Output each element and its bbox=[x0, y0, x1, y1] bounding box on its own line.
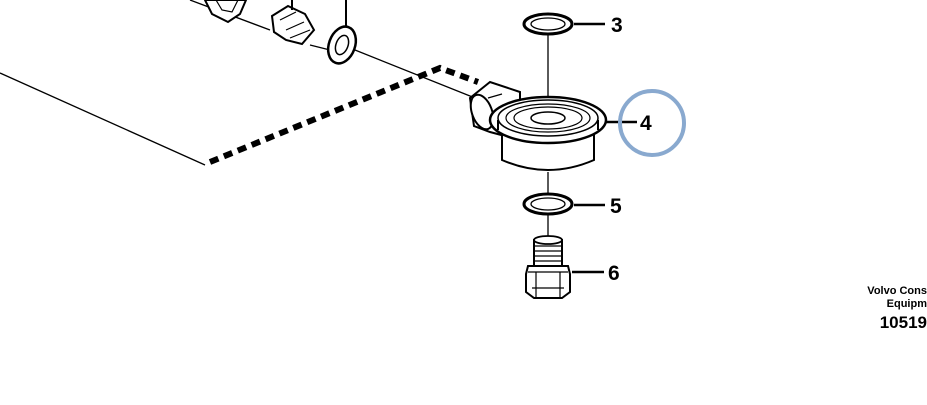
callout-5-label: 5 bbox=[610, 195, 622, 218]
upper-sealing-washer bbox=[326, 0, 358, 65]
filter-housing-4 bbox=[468, 80, 608, 171]
callout-6-label: 6 bbox=[608, 262, 620, 285]
callout-4-label: 4 bbox=[640, 112, 652, 135]
assembly-outline-line bbox=[0, 72, 206, 166]
dashed-contour bbox=[208, 64, 480, 165]
credit-division: Equipm bbox=[886, 298, 927, 310]
union-fitting bbox=[203, 0, 248, 24]
credit-company: Volvo Cons bbox=[867, 285, 927, 297]
o-ring-5 bbox=[522, 192, 574, 216]
figure-code: 10519 bbox=[879, 313, 927, 332]
o-ring-3 bbox=[522, 12, 574, 36]
callout-4-highlight-ring bbox=[618, 89, 686, 157]
callout-3-label: 3 bbox=[611, 14, 623, 37]
drain-plug-6 bbox=[525, 235, 571, 299]
nipple-fitting bbox=[270, 0, 316, 46]
